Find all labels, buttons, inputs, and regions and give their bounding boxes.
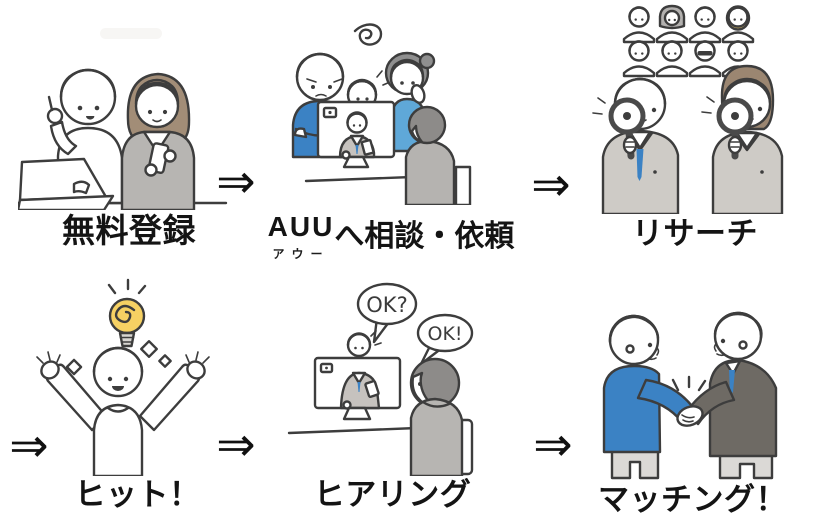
caption-hearing: ヒアリング <box>313 477 472 512</box>
spark-lines <box>701 96 715 114</box>
researcher-woman <box>701 64 784 214</box>
caption-consult-suffix: へ相談・依頼 <box>334 220 515 253</box>
svg-text:OK?: OK? <box>366 293 407 317</box>
step-free-registration: 無料登録 <box>18 28 240 247</box>
svg-text:OK!: OK! <box>427 323 462 345</box>
magnifier-icon <box>608 97 646 160</box>
flow-arrow-icon: ⇒ <box>216 154 256 208</box>
speech-bubble-question: OK? <box>356 282 418 344</box>
magnifier-icon <box>716 97 754 160</box>
video-monitor <box>316 100 396 169</box>
illustration-matching <box>602 311 778 480</box>
caption-consult-auu: AUU アウー へ相談・依頼 <box>268 213 515 262</box>
caption-research: リサーチ <box>632 216 758 251</box>
flow-arrow-icon: ⇒ <box>9 418 49 472</box>
caption-free-registration: 無料登録 <box>62 212 196 249</box>
caption-matching: マッチング！ <box>598 482 787 517</box>
faint-smudge <box>100 28 162 39</box>
cheering-person <box>36 346 210 476</box>
foreground-man <box>404 105 472 205</box>
monitor-stand <box>342 155 370 169</box>
flow-arrow-icon: ⇒ <box>531 157 571 211</box>
illustration-consult-auu <box>291 23 472 205</box>
worry-swirl-icon <box>353 23 383 46</box>
lightbulb-icon <box>107 278 147 348</box>
desk-line <box>287 426 419 435</box>
illustration-research <box>592 4 784 214</box>
illustration-free-registration <box>18 68 228 210</box>
flow-arrow-icon: ⇒ <box>216 417 256 471</box>
illustration-hearing: OK? OK! <box>287 282 474 476</box>
caption-hit: ヒット！ <box>74 477 201 512</box>
step-research: リサーチ <box>575 2 815 249</box>
brand-furigana: アウー <box>272 247 330 261</box>
flow-arrow-icon: ⇒ <box>533 417 573 471</box>
surprise-marks <box>370 330 382 346</box>
brand-name: AUU <box>267 211 335 242</box>
speech-bubble-answer: OK! <box>416 313 474 366</box>
step-hearing: OK? OK! <box>285 278 500 510</box>
illustration-hit <box>36 278 210 476</box>
laptop <box>18 157 115 210</box>
step-matching: マッチング！ <box>580 290 805 515</box>
video-monitor <box>313 330 402 421</box>
businessman-blue <box>602 314 694 480</box>
candidate-avatars <box>622 4 755 78</box>
spark-lines <box>107 278 147 295</box>
researcher-man <box>592 77 680 214</box>
blue-tie <box>636 149 644 181</box>
handshake <box>671 375 707 427</box>
spark-lines <box>671 375 707 392</box>
step-hit: ヒット！ <box>30 278 245 510</box>
monitor-stand <box>342 406 372 421</box>
consultant-on-screen <box>338 111 376 160</box>
woman-with-phone <box>120 72 196 210</box>
sunglasses-icon <box>697 51 713 56</box>
blue-tie <box>729 370 735 395</box>
listening-person <box>409 357 474 476</box>
step-consult-auu: AUU アウー へ相談・依頼 <box>258 15 524 262</box>
businessman-suit <box>686 311 778 480</box>
diamond-sparkles <box>65 340 172 376</box>
spark-lines <box>592 97 606 115</box>
